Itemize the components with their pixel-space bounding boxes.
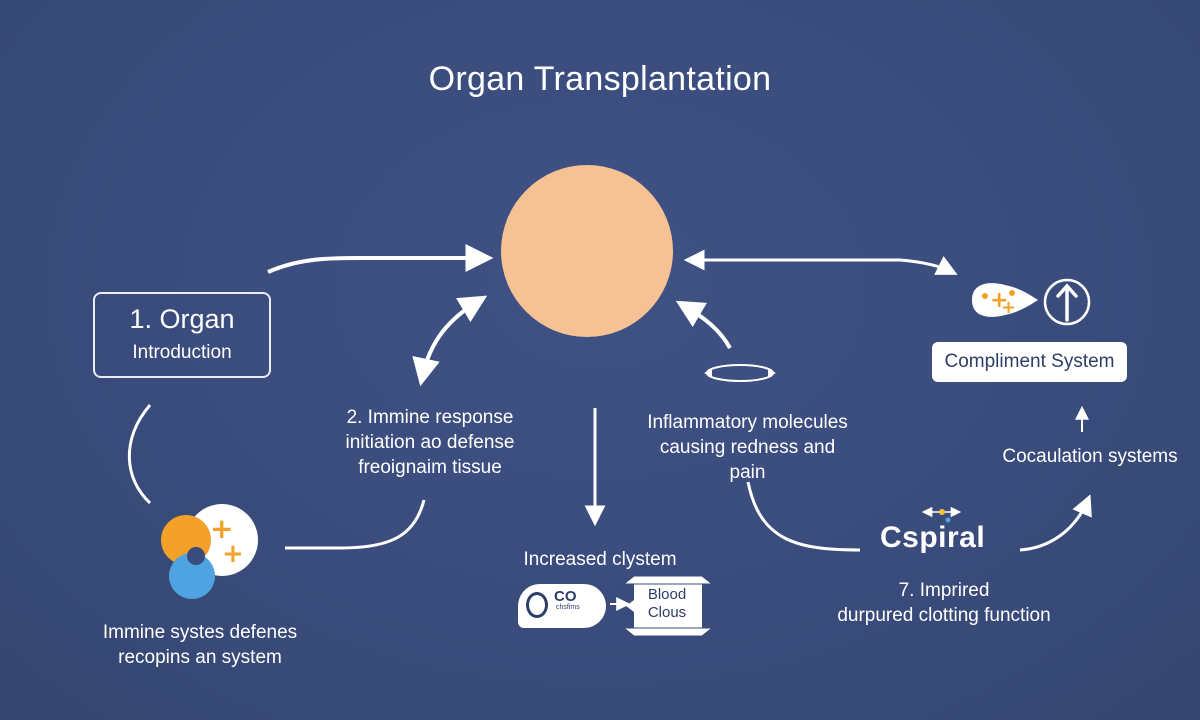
cells-icon: + + [161,504,258,599]
immune-response-line: freoignaim tissue [358,457,502,478]
immune-response-line: initiation ao defense [345,432,515,453]
svg-text:+: + [210,512,233,545]
impaired-line: durpured clotting function [837,605,1051,626]
up-arrow-icon [1043,278,1091,326]
immune-defense-line: recopins an system [118,647,282,668]
blood-clots-label: Blood Clous [632,586,702,622]
compliment-system-label: Compliment System [932,342,1127,382]
organ-box-subtitle: Introduction [132,342,232,363]
co-bubble-small: chsfims [556,604,580,611]
svg-text:+: + [222,539,244,569]
blood-clots-line: Clous [647,604,687,621]
organ-introduction-box: 1. Organ Introduction [93,292,271,378]
svg-text:+: + [990,288,1008,313]
coagulation-label: Cocaulation systems [1002,446,1178,467]
arrow-immune-to-center [412,295,488,387]
blood-clots-line: Blood [647,586,687,603]
increased-system-label: Increased clystem [523,549,677,570]
svg-text:+: + [1001,297,1016,318]
curve-inflammatory-to-spiral [746,481,861,552]
impaired-text: 7. Imprired durpured clotting function [830,578,1058,628]
immune-response-line: 2. Immine response [346,407,514,428]
curve-immune-to-cells [285,499,426,550]
impaired-line: 7. Imprired [898,580,990,601]
blood-clots-box-icon [622,575,714,637]
center-circle [501,165,673,337]
page-title: Organ Transplantation [428,60,772,98]
immune-defense-text: Immine systes defenes recopins an system [85,620,315,670]
inflammatory-line: Inflammatory molecules [647,412,848,433]
arrow-center-to-complement [683,249,958,275]
inflammatory-text: Inflammatory molecules causing redness a… [640,410,855,485]
co-bubble-icon: CO chsfims [518,584,606,628]
plus-cluster-icon: + + [972,283,1038,318]
arrow-organ-to-center [267,244,494,274]
spiral-label: Cspiral [880,521,986,554]
immune-defense-line: Immine systes defenes [102,622,298,643]
arrow-inflammatory-to-center [675,300,732,349]
arrow-spiral-to-coagulation [1019,494,1092,552]
arc-organ-to-cells [127,404,152,505]
immune-response-text: 2. Immine response initiation ao defense… [325,405,535,480]
inflammatory-line: causing redness and pain [659,437,836,483]
co-ring [526,592,548,618]
co-bubble-main: CO [554,588,577,605]
organ-box-heading: 1. Organ [129,304,235,334]
small-ellipse-symbol [706,364,774,382]
